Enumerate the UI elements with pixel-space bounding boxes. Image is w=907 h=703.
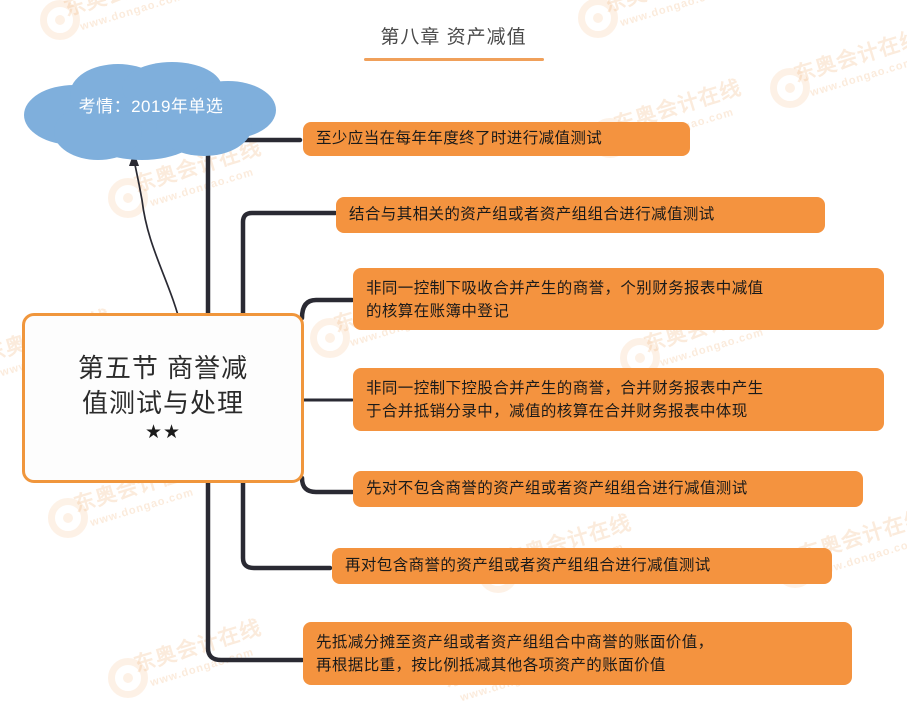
exam-note-label: 考情：2019年单选 bbox=[78, 97, 224, 116]
root-node-title-line-1: 第五节 商誉减 bbox=[77, 353, 249, 384]
branch-node-3[interactable]: 非同一控制下吸收合并产生的商誉，个别财务报表中减值 的核算在账簿中登记 bbox=[353, 268, 884, 330]
watermark-logo-icon bbox=[108, 658, 148, 698]
watermark-brand: 东奥会计在线 bbox=[131, 616, 265, 677]
watermark-url: www.dongao.com bbox=[148, 646, 256, 690]
connector-branch-2 bbox=[240, 210, 338, 316]
connector-branch-7 bbox=[205, 480, 305, 663]
connector-branch-5 bbox=[299, 475, 355, 495]
branch-node-7-line-2: 再根据比重，按比例抵减其他各项资产的账面价值 bbox=[316, 657, 666, 675]
branch-node-6[interactable]: 再对包含商誉的资产组或者资产组组合进行减值测试 bbox=[332, 548, 832, 584]
branch-node-7[interactable]: 先抵减分摊至资产组或者资产组组合中商誉的账面价值， 再根据比重，按比例抵减其他各… bbox=[303, 622, 852, 685]
branch-node-7-line-1: 先抵减分摊至资产组或者资产组组合中商誉的账面价值， bbox=[316, 634, 714, 651]
title-underline bbox=[363, 58, 544, 61]
branch-node-4-line-1: 非同一控制下控股合并产生的商誉，合并财务报表中产生 bbox=[366, 380, 764, 397]
branch-node-2-line-1: 结合与其相关的资产组或者资产组组合进行减值测试 bbox=[349, 206, 715, 224]
page-title-block: 第八章 资产减值 bbox=[0, 22, 907, 61]
branch-node-6-line-1: 再对包含商誉的资产组或者资产组组合进行减值测试 bbox=[345, 557, 711, 575]
watermark-url: www.dongao.com bbox=[148, 166, 256, 210]
branch-node-1[interactable]: 至少应当在每年年度终了时进行减值测试 bbox=[303, 122, 690, 156]
watermark-brand: 东奥会计在线 bbox=[600, 0, 735, 19]
branch-node-4-line-2: 于合并抵销分录中，减值的核算在合并财务报表中体现 bbox=[366, 403, 748, 421]
watermark-logo-icon bbox=[310, 318, 350, 358]
branch-node-4[interactable]: 非同一控制下控股合并产生的商誉，合并财务报表中产生 于合并抵销分录中，减值的核算… bbox=[353, 368, 884, 431]
branch-node-3-line-1: 非同一控制下吸收合并产生的商誉，个别财务报表中减值 bbox=[366, 280, 764, 297]
connector-branch-3 bbox=[299, 297, 355, 321]
connector-cloud-arrow bbox=[133, 159, 183, 331]
watermark-logo-icon bbox=[770, 68, 810, 108]
watermark-logo-icon bbox=[48, 498, 88, 538]
root-node-title-line-2: 值测试与处理 bbox=[81, 387, 244, 418]
watermark-brand: 东奥会计在线 bbox=[60, 0, 195, 23]
root-node-goodwill-impairment[interactable]: 第五节 商誉减 值测试与处理 ★★ bbox=[22, 313, 304, 483]
watermark-url: www.dongao.com bbox=[88, 486, 196, 530]
branch-node-2[interactable]: 结合与其相关的资产组或者资产组组合进行减值测试 bbox=[336, 197, 825, 233]
page-title: 第八章 资产减值 bbox=[380, 27, 527, 48]
watermark: 东奥会计在线 www.dongao.com bbox=[130, 611, 269, 692]
branch-node-3-line-2: 的核算在账簿中登记 bbox=[366, 303, 510, 321]
connector-branch-6 bbox=[240, 480, 333, 571]
root-node-rating-stars: ★★ bbox=[144, 421, 182, 443]
exam-note-cloud: 考情：2019年单选 bbox=[22, 60, 280, 162]
branch-node-5[interactable]: 先对不包含商誉的资产组或者资产组组合进行减值测试 bbox=[353, 471, 863, 507]
branch-node-1-line-1: 至少应当在每年年度终了时进行减值测试 bbox=[316, 130, 603, 148]
watermark-logo-icon bbox=[108, 178, 148, 218]
connector-branch-1 bbox=[205, 137, 303, 316]
branch-node-5-line-1: 先对不包含商誉的资产组或者资产组组合进行减值测试 bbox=[366, 480, 748, 498]
